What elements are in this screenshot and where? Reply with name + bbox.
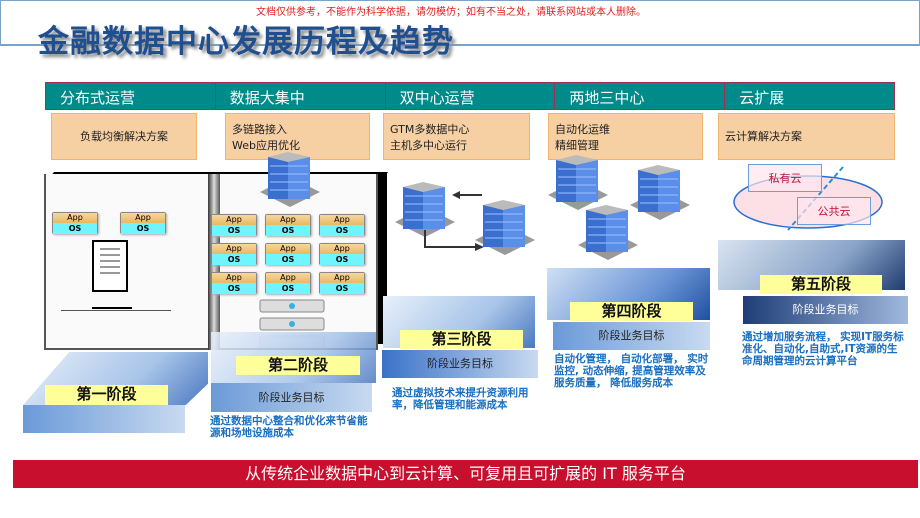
disclaimer-notice: 文档仅供参考，不能作为科学依据，请勿模仿；如有不当之处，请联系网站或本人删除。 bbox=[256, 7, 646, 18]
stage-4-description: 自动化管理， 自动化部署， 实时监控, 动态伸缩, 提高管理效率及服务质量， 降… bbox=[554, 353, 709, 389]
phase-bar: 分布式运营 数据大集中 双中心运营 两地三中心 云扩展 bbox=[45, 82, 895, 110]
phase-dual-center: 双中心运营 bbox=[386, 83, 556, 109]
private-cloud-label: 私有云 bbox=[748, 164, 822, 192]
os-label: OS bbox=[266, 225, 310, 236]
phase-three-centers: 两地三中心 bbox=[555, 83, 726, 109]
stage-5-goal: 阶段业务目标 bbox=[743, 296, 908, 324]
app-label: App bbox=[320, 244, 364, 254]
phase-distributed: 分布式运营 bbox=[46, 83, 216, 109]
os-label: OS bbox=[212, 283, 256, 294]
app-label: App bbox=[212, 273, 256, 283]
stage-4-goal: 阶段业务目标 bbox=[553, 322, 710, 350]
solution-text: 负载均衡解决方案 bbox=[80, 130, 168, 143]
phase-cloud: 云扩展 bbox=[739, 89, 785, 107]
os-label: OS bbox=[212, 254, 256, 265]
replication-arrows-icon bbox=[424, 191, 484, 251]
app-label: App bbox=[266, 215, 310, 225]
app-label: App bbox=[320, 215, 364, 225]
app-label: App bbox=[212, 215, 256, 225]
solution-text: GTM多数据中心 bbox=[390, 123, 470, 136]
solution-text: 多链路接入 bbox=[232, 123, 287, 136]
app-label: App bbox=[121, 213, 165, 223]
solution-box-3: GTM多数据中心主机多中心运行 bbox=[383, 113, 530, 160]
public-cloud-label: 公共云 bbox=[797, 197, 871, 225]
stage-3-goal: 阶段业务目标 bbox=[382, 350, 538, 378]
solution-box-2: 多链路接入 Web应用优化 bbox=[225, 113, 370, 160]
solution-text: Web应用优化 bbox=[232, 139, 300, 152]
divider bbox=[61, 310, 171, 311]
os-label: OS bbox=[53, 223, 97, 234]
os-label: OS bbox=[121, 223, 165, 234]
app-label: App bbox=[320, 273, 364, 283]
stage-2-label: 第二阶段 bbox=[236, 356, 360, 375]
solution-text: 云计算解决方案 bbox=[725, 130, 802, 143]
app-label: App bbox=[266, 273, 310, 283]
phase-consolidation: 数据大集中 bbox=[216, 83, 386, 109]
solution-text: 主机多中心运行 bbox=[390, 139, 467, 152]
os-label: OS bbox=[266, 254, 310, 265]
stage-3-description: 通过虚拟技术来提升资源利用率，降低管理和能源成本 bbox=[392, 387, 529, 411]
solution-text: 精细管理 bbox=[555, 139, 599, 152]
os-label: OS bbox=[266, 283, 310, 294]
stage-5-label: 第五阶段 bbox=[760, 275, 882, 294]
os-label: OS bbox=[320, 254, 364, 265]
solution-text: 自动化运维 bbox=[555, 123, 610, 136]
server-rack-icon bbox=[92, 240, 132, 309]
page-title: 金融数据中心发展历程及趋势 bbox=[38, 24, 454, 60]
os-label: OS bbox=[212, 225, 256, 236]
os-label: OS bbox=[320, 225, 364, 236]
building-icon bbox=[260, 152, 321, 208]
stage-2-goal: 阶段业务目标 bbox=[211, 383, 372, 412]
cabinet-side bbox=[378, 172, 387, 344]
solution-box-5: 云计算解决方案 bbox=[718, 113, 895, 160]
solution-box-4: 自动化运维精细管理 bbox=[548, 113, 703, 160]
app-label: App bbox=[53, 213, 97, 223]
stage-3-label: 第三阶段 bbox=[400, 330, 523, 349]
stage-1-front bbox=[23, 405, 185, 433]
summary-banner: 从传统企业数据中心到云计算、可复用且可扩展的 IT 服务平台 bbox=[13, 460, 918, 488]
solution-box-1: 负载均衡解决方案 bbox=[51, 113, 197, 160]
stage-1-label: 第一阶段 bbox=[45, 385, 168, 405]
stage-2-description: 通过数据中心整合和优化来节省能源和场地设施成本 bbox=[210, 415, 368, 439]
header-frame bbox=[0, 0, 920, 46]
os-label: OS bbox=[320, 283, 364, 294]
building-icon bbox=[578, 205, 639, 261]
stage-4-label: 第四阶段 bbox=[570, 302, 693, 321]
stage-5-description: 通过增加服务流程， 实现IT服务标准化、自动化,自助式,IT资源的生命周期管理的… bbox=[742, 331, 904, 367]
app-label: App bbox=[266, 244, 310, 254]
app-label: App bbox=[212, 244, 256, 254]
